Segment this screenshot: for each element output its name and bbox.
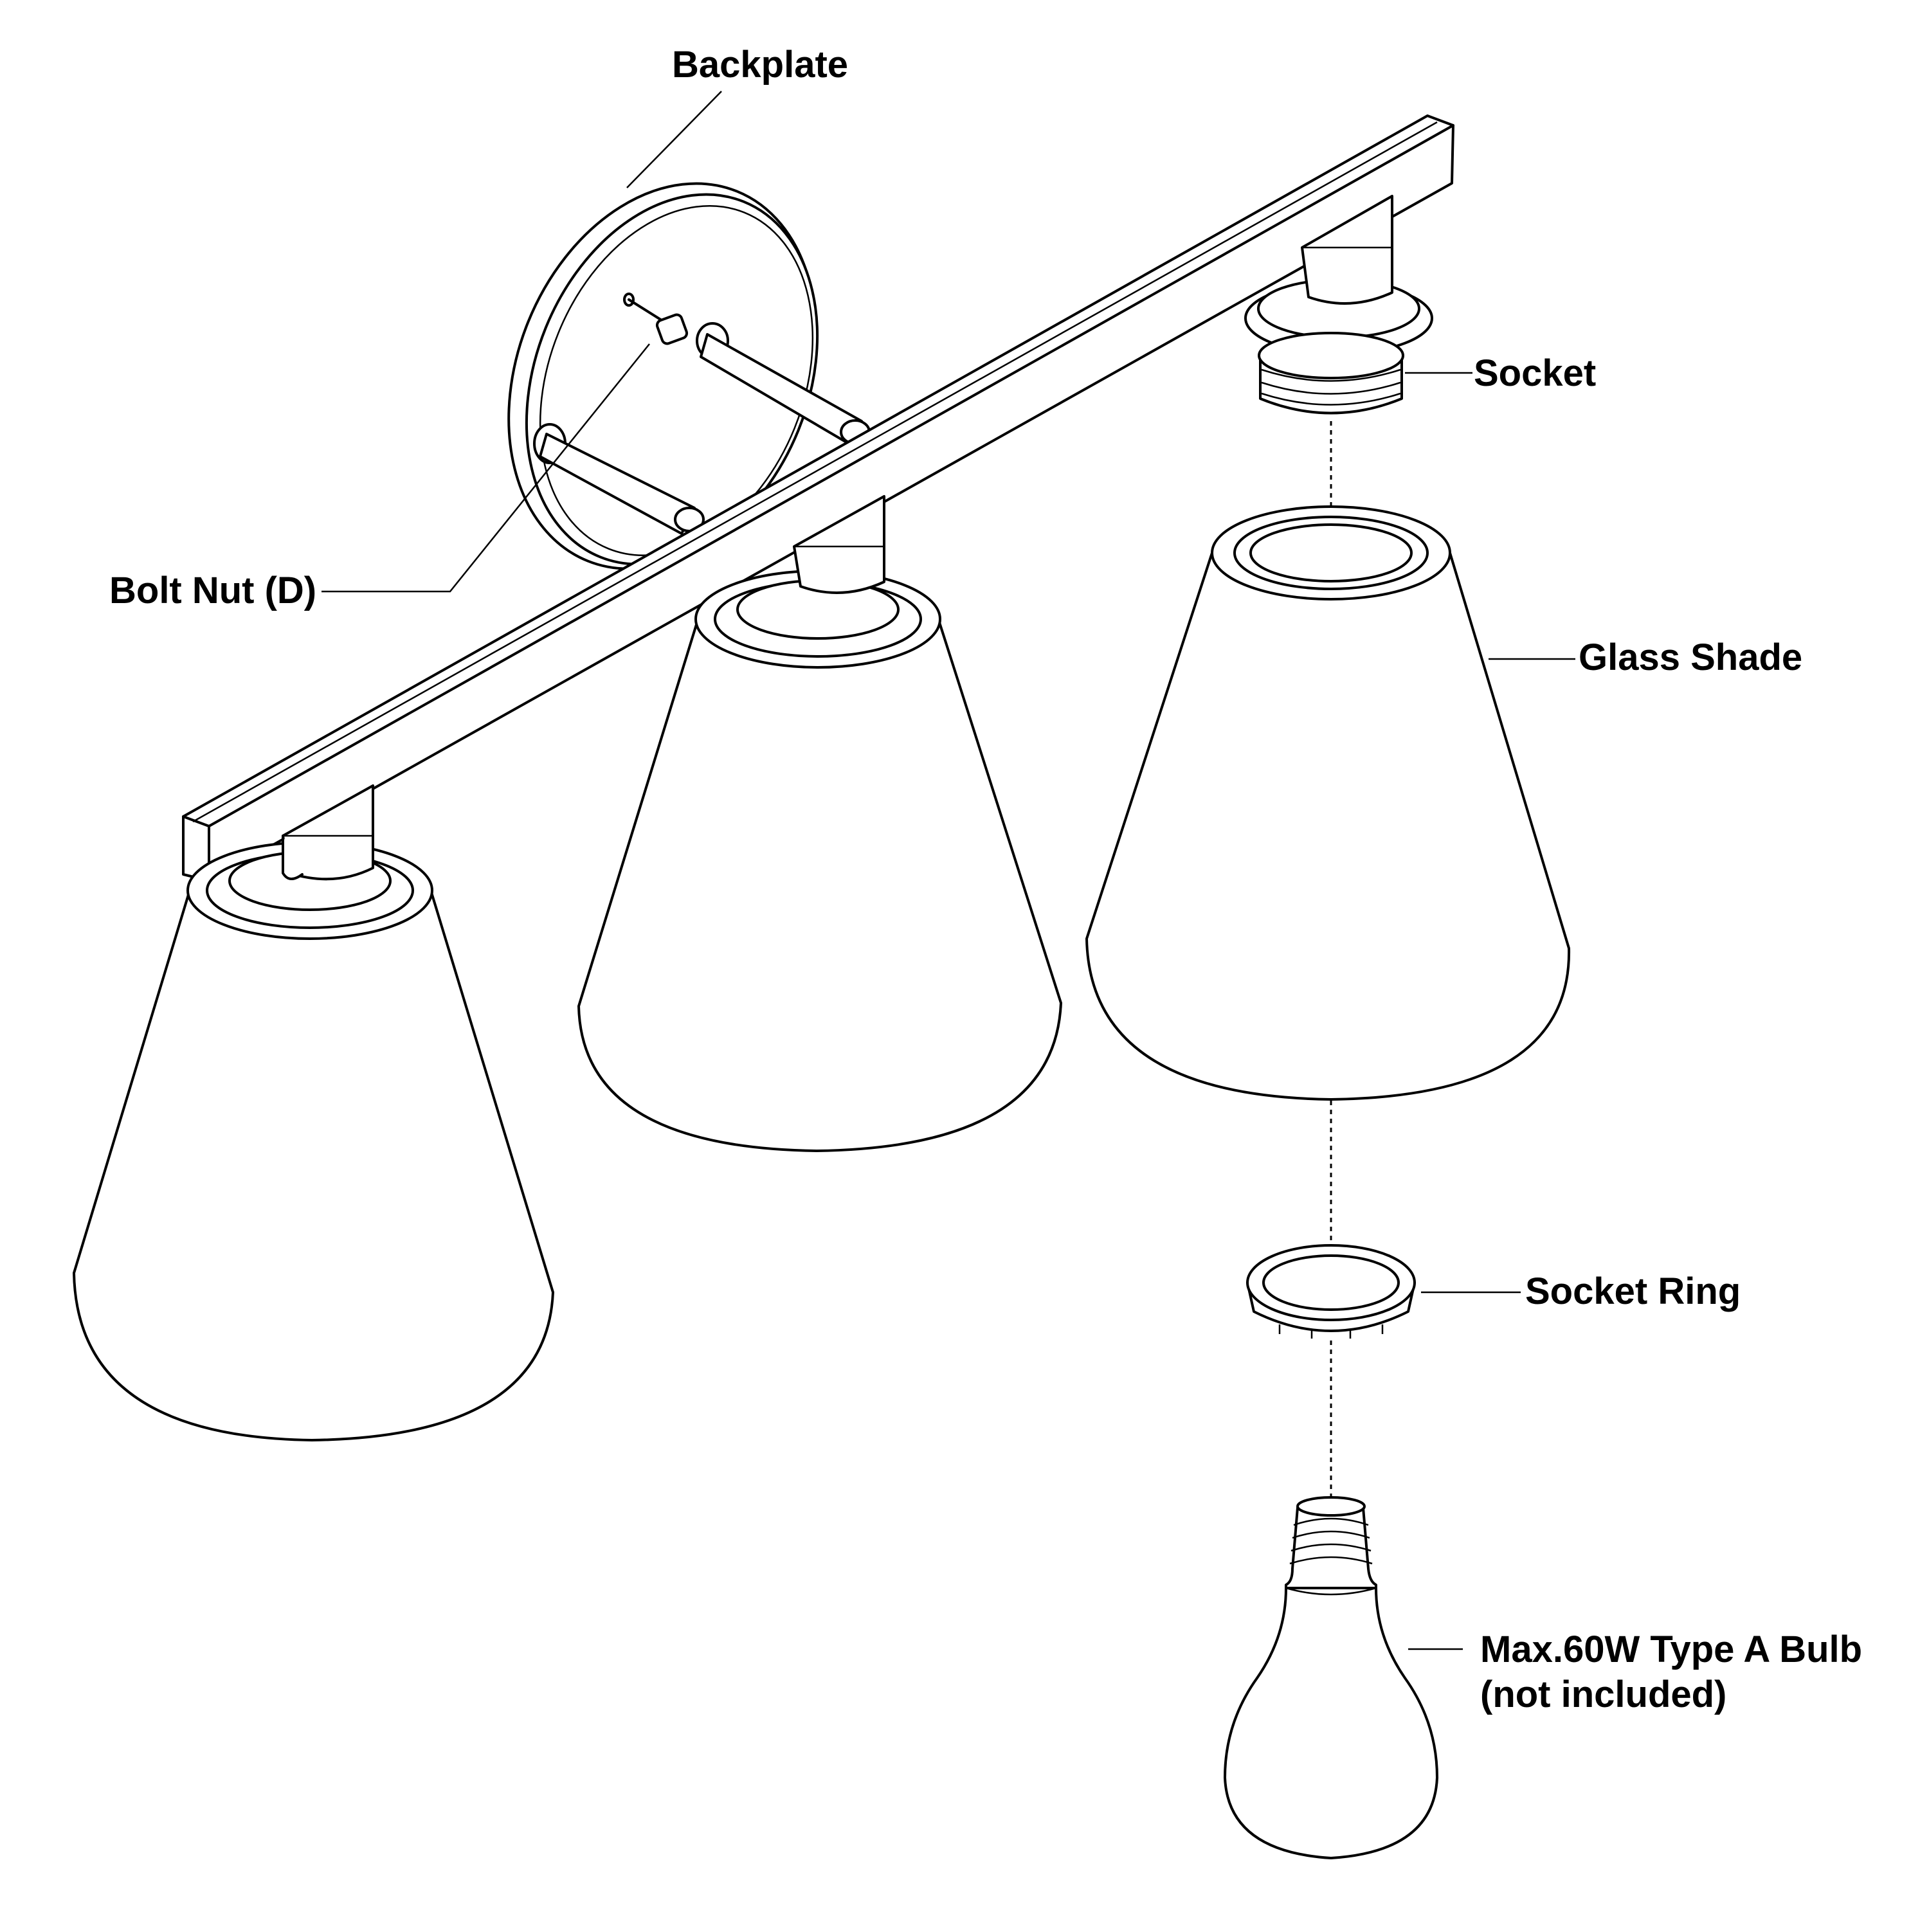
label-backplate: Backplate: [672, 44, 848, 86]
label-glass-shade: Glass Shade: [1579, 636, 1802, 678]
leader-bolt-nut: [322, 343, 650, 593]
left-lamp: [73, 784, 554, 1441]
leader-lines: [322, 91, 1575, 1650]
bulb: [1224, 1496, 1438, 1859]
socket: [1258, 332, 1404, 415]
leader-backplate: [626, 91, 722, 188]
right-socket-cup: [1244, 195, 1433, 355]
label-socket-ring: Socket Ring: [1525, 1270, 1741, 1312]
middle-lamp: [577, 495, 1062, 1152]
main-bar: [182, 114, 1454, 882]
support-arms: [539, 333, 871, 535]
socket-ring: [1246, 1244, 1416, 1339]
label-bulb-line2: (not included): [1480, 1674, 1726, 1715]
label-socket: Socket: [1474, 352, 1596, 394]
glass-shade: [1085, 505, 1571, 1101]
label-bulb-line1: Max.60W Type A Bulb: [1480, 1629, 1862, 1670]
labels: Backplate Bolt Nut (D) Socket Glass Shad…: [109, 44, 1862, 1715]
label-bolt-nut: Bolt Nut (D): [109, 570, 316, 611]
